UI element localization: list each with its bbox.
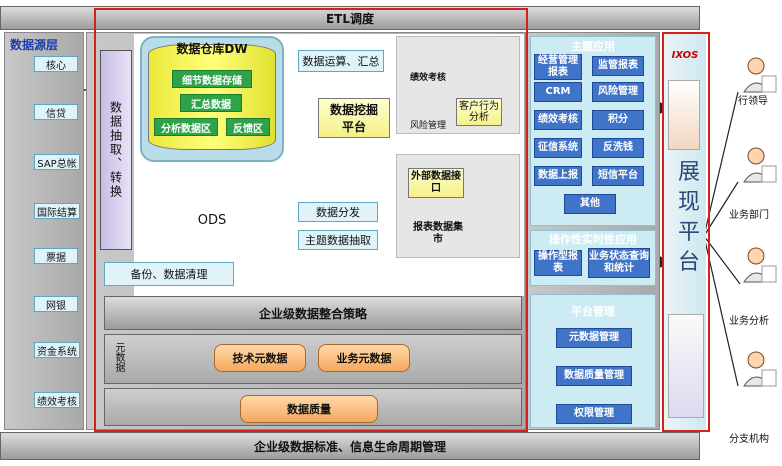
app-regulatory-report: 监管报表 — [592, 56, 644, 76]
platform-mgmt-title: 平台管理 — [571, 305, 615, 318]
integration-bar: 企业级数据整合策略 — [104, 296, 522, 330]
source-item-credit: 信贷 — [34, 104, 78, 120]
extract-transform-box: 数据抽取、转换 — [100, 50, 132, 250]
topic-apps-title: 主题应用 — [571, 40, 615, 53]
display-screenshot-top — [668, 80, 700, 150]
user-branch: 分支机构 — [729, 434, 769, 445]
source-item-ebank: 网银 — [34, 296, 78, 312]
etl-bar: ETL调度 — [0, 6, 700, 30]
ops-apps-title: 操作性实时性应用 — [549, 233, 637, 246]
dist-box: 数据分发 — [298, 202, 378, 222]
ext-interface-label: 外部数据接口 — [411, 171, 461, 194]
app-data-report: 数据上报 — [534, 166, 582, 186]
app-kpi: 绩效考核 — [534, 110, 582, 130]
source-item-bill: 票据 — [34, 248, 78, 264]
app-credit-system: 征信系统 — [534, 138, 582, 158]
source-item-sap: SAP总帐 — [34, 154, 80, 170]
tech-meta-box: 技术元数据 — [214, 344, 306, 372]
dw-detail: 细节数据存储 — [172, 70, 252, 88]
source-item-core: 核心 — [34, 56, 78, 72]
kpi-label: 绩效考核 — [410, 73, 447, 83]
app-sms: 短信平台 — [592, 166, 644, 186]
data-source-title: 数据源层 — [10, 38, 59, 52]
customer-label: 客户行为分析 — [459, 101, 499, 123]
extract-label: 数据抽取、转换 — [108, 101, 123, 199]
mgmt-quality: 数据质量管理 — [556, 366, 632, 386]
risk-label: 风险管理 — [410, 121, 447, 131]
dw-analysis: 分析数据区 — [154, 118, 218, 136]
ods-label: ODS — [197, 212, 227, 228]
app-ops-report-type: 操作型报表 — [534, 250, 582, 276]
brand-logo: IXOS — [671, 50, 699, 61]
customer-box: 客户行为分析 — [456, 98, 502, 126]
ext-interface-box: 外部数据接口 — [408, 168, 464, 198]
topic-extract-box: 主题数据抽取 — [298, 230, 378, 250]
user-icons — [743, 57, 777, 387]
app-other: 其他 — [564, 194, 616, 214]
report-mart-label: 报表数据集市 — [413, 222, 463, 245]
source-item-intl: 国际结算 — [34, 203, 80, 219]
mgmt-metadata: 元数据管理 — [556, 328, 632, 348]
biz-meta-box: 业务元数据 — [318, 344, 410, 372]
backup-box: 备份、数据清理 — [104, 262, 234, 286]
user-analysis: 业务分析 — [729, 316, 769, 327]
dw-summary: 汇总数据 — [180, 94, 242, 112]
calc-box: 数据运算、汇总 — [298, 50, 384, 72]
source-item-perf: 绩效考核 — [34, 392, 80, 408]
user-dept: 业务部门 — [729, 210, 769, 221]
source-item-fund: 资金系统 — [34, 342, 80, 358]
app-status-query: 业务状态查询和统计 — [588, 248, 650, 278]
app-risk-mgmt: 风险管理 — [592, 82, 644, 102]
metadata-label: 元数据 — [113, 342, 124, 372]
data-source-panel — [4, 32, 84, 430]
app-ops-report: 经营管理报表 — [534, 54, 582, 80]
quality-box: 数据质量 — [240, 395, 378, 423]
display-screenshot-bottom — [668, 314, 704, 418]
etl-title: ETL调度 — [325, 11, 375, 26]
display-label: 展现平台 — [677, 160, 700, 275]
dw-feedback: 反馈区 — [226, 118, 270, 136]
app-crm: CRM — [534, 82, 582, 102]
etl-red-outline — [94, 8, 528, 432]
mgmt-permission: 权限管理 — [556, 404, 632, 424]
dw-title: 数据仓库DW — [176, 42, 248, 56]
metadata-bar — [104, 334, 522, 384]
mining-label: 数据挖掘平台 — [329, 103, 378, 134]
app-aml: 反洗钱 — [592, 138, 644, 158]
bottom-bar: 企业级数据标准、信息生命周期管理 — [0, 432, 700, 460]
user-leader: 行领导 — [738, 96, 768, 107]
display-red-outline — [662, 32, 710, 432]
app-points: 积分 — [592, 110, 644, 130]
mining-box: 数据挖掘平台 — [318, 98, 390, 138]
